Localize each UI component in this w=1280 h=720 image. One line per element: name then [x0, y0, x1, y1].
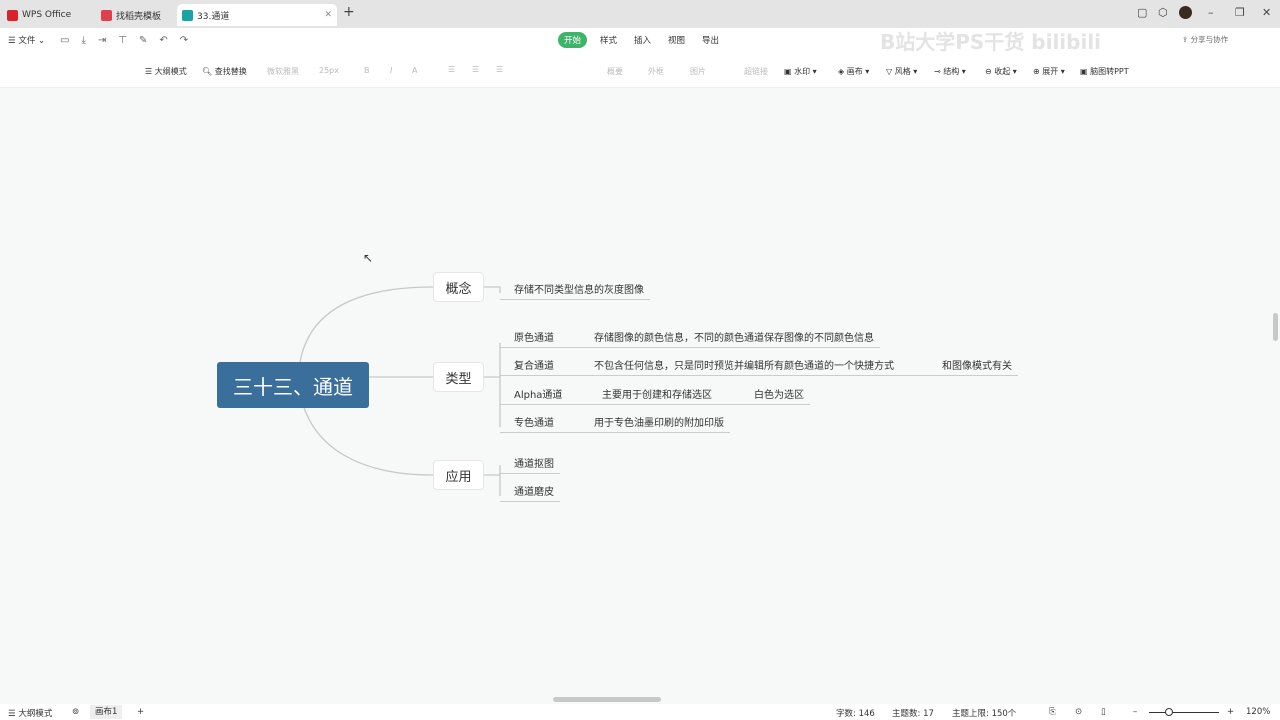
font-size-select[interactable]: 25px	[319, 66, 339, 75]
page-icon[interactable]: ⎘	[1049, 707, 1056, 717]
window-icon[interactable]: ▢	[1137, 6, 1148, 19]
align-left-icon[interactable]: ☰	[448, 65, 456, 74]
avatar[interactable]	[1179, 6, 1192, 19]
locate-icon[interactable]: ⊙	[1075, 707, 1083, 717]
find-replace-button[interactable]: 🔍︎ 查找替换	[202, 67, 247, 76]
zoom-in-button[interactable]: +	[1227, 707, 1235, 717]
tab-start[interactable]: 开始	[558, 32, 588, 48]
align-center-icon[interactable]: ☰	[472, 65, 480, 74]
outline-mode-button[interactable]: ☰ 大纲模式	[145, 67, 187, 76]
leaf-node[interactable]: 原色通道	[500, 329, 580, 348]
root-node[interactable]: 三十三、通道	[217, 362, 369, 408]
file-menu[interactable]: ☰ 文件 ⌄	[8, 36, 46, 46]
topic-count: 主题数: 17	[892, 709, 934, 719]
watermark-logo: B站大学PS干货 bilibili	[880, 30, 1102, 54]
word-count: 字数: 146	[836, 709, 875, 719]
leaf-node[interactable]: 复合通道	[500, 357, 580, 376]
collapse-button[interactable]: ⊖ 收起 ▾	[985, 67, 1017, 76]
expand-button[interactable]: ⊕ 展开 ▾	[1033, 67, 1065, 76]
cube-icon[interactable]: ⬡	[1158, 6, 1168, 19]
restore-icon[interactable]: ❐	[1235, 6, 1245, 19]
toolbar	[0, 52, 1280, 88]
bold-button[interactable]: B	[364, 66, 370, 75]
leaf-node[interactable]: 存储图像的颜色信息，不同的颜色通道保存图像的不同颜色信息	[580, 329, 880, 348]
tab-view[interactable]: 视图	[668, 36, 686, 46]
link-button[interactable]: 超链接	[744, 67, 768, 76]
tab-export[interactable]: 导出	[702, 36, 720, 46]
zoom-level: 120%	[1246, 707, 1271, 717]
leaf-node[interactable]: 不包含任何信息，只是同时预览并编辑所有颜色通道的一个快捷方式	[580, 357, 928, 376]
branch-concept[interactable]: 概念	[433, 272, 484, 302]
leaf-node[interactable]: Alpha通道	[500, 386, 588, 405]
tab-insert[interactable]: 插入	[634, 36, 652, 46]
add-sheet-button[interactable]: +	[137, 707, 145, 717]
outline-mode-status-button[interactable]: ☰ 大纲模式	[8, 709, 53, 719]
vertical-scrollbar[interactable]	[1273, 313, 1278, 341]
font-select[interactable]: 微软雅黑	[267, 67, 299, 76]
topic-limit: 主题上限: 150个	[952, 709, 1017, 719]
watermark-button[interactable]: ▣ 水印 ▾	[784, 67, 817, 76]
quick-actions[interactable]: ▭⤓⇥⊤✎↶↷	[60, 34, 201, 46]
leaf-node[interactable]: 白色为选区	[740, 386, 810, 405]
leaf-node[interactable]: 和图像模式有关	[928, 357, 1018, 376]
style-button[interactable]: ▽ 风格 ▾	[886, 67, 918, 76]
branch-application[interactable]: 应用	[433, 460, 484, 490]
mindmap-canvas[interactable]	[0, 88, 1280, 695]
zoom-slider[interactable]	[1149, 712, 1219, 713]
horizontal-scrollbar[interactable]	[553, 697, 661, 702]
font-color-button[interactable]: A	[412, 66, 418, 75]
branch-types[interactable]: 类型	[433, 362, 484, 392]
close-tab-icon[interactable]: ✕	[324, 10, 332, 20]
status-bar: ☰ 大纲模式 ⊚ 画布1 + 字数: 146 主题数: 17 主题上限: 150…	[0, 704, 1280, 720]
menu-bar: ☰ 文件 ⌄ ▭⤓⇥⊤✎↶↷	[0, 28, 1280, 52]
summary-button[interactable]: 概要	[607, 67, 623, 76]
to-ppt-button[interactable]: ▣ 脑图转PPT	[1080, 67, 1129, 76]
connector-lines	[299, 286, 501, 496]
tab-template[interactable]: 找稻壳模板	[96, 4, 166, 26]
close-window-icon[interactable]: ✕	[1262, 6, 1272, 19]
layers-icon[interactable]: ⊚	[72, 707, 80, 717]
tab-document[interactable]: 33.通道✕	[177, 4, 337, 26]
book-icon[interactable]: ▯	[1101, 707, 1106, 717]
align-right-icon[interactable]: ☰	[496, 65, 504, 74]
new-tab-icon[interactable]: +	[343, 4, 355, 20]
zoom-slider-handle[interactable]	[1165, 708, 1173, 716]
leaf-node[interactable]: 主要用于创建和存储选区	[588, 386, 740, 405]
frame-button[interactable]: 外框	[648, 67, 664, 76]
leaf-node[interactable]: 专色通道	[500, 414, 580, 433]
wps-icon	[7, 9, 18, 21]
sheet-tab[interactable]: 画布1	[90, 705, 123, 719]
tab-style[interactable]: 样式	[600, 36, 618, 46]
template-icon	[101, 9, 112, 21]
mouse-cursor-icon: ↖	[363, 251, 374, 265]
minimize-icon[interactable]: –	[1208, 6, 1214, 19]
image-button[interactable]: 图片	[690, 67, 706, 76]
leaf-node[interactable]: 用于专色油墨印刷的附加印版	[580, 414, 730, 433]
canvas-button[interactable]: ◈ 画布 ▾	[838, 67, 870, 76]
leaf-node[interactable]: 通道抠图	[500, 455, 560, 474]
structure-button[interactable]: ⊸ 结构 ▾	[934, 67, 966, 76]
zoom-out-button[interactable]: –	[1133, 707, 1138, 717]
share-button[interactable]: ⇪ 分享与协作	[1182, 35, 1229, 44]
tab-wps-office[interactable]: WPS Office	[2, 4, 76, 26]
leaf-node[interactable]: 通道磨皮	[500, 483, 560, 502]
italic-button[interactable]: I	[390, 66, 393, 75]
leaf-node[interactable]: 存储不同类型信息的灰度图像	[500, 281, 650, 300]
mindmap-icon	[182, 9, 193, 21]
tab-bar: WPS Office 找稻壳模板 33.通道✕ + ▢ ⬡ – ❐ ✕	[0, 0, 1280, 28]
